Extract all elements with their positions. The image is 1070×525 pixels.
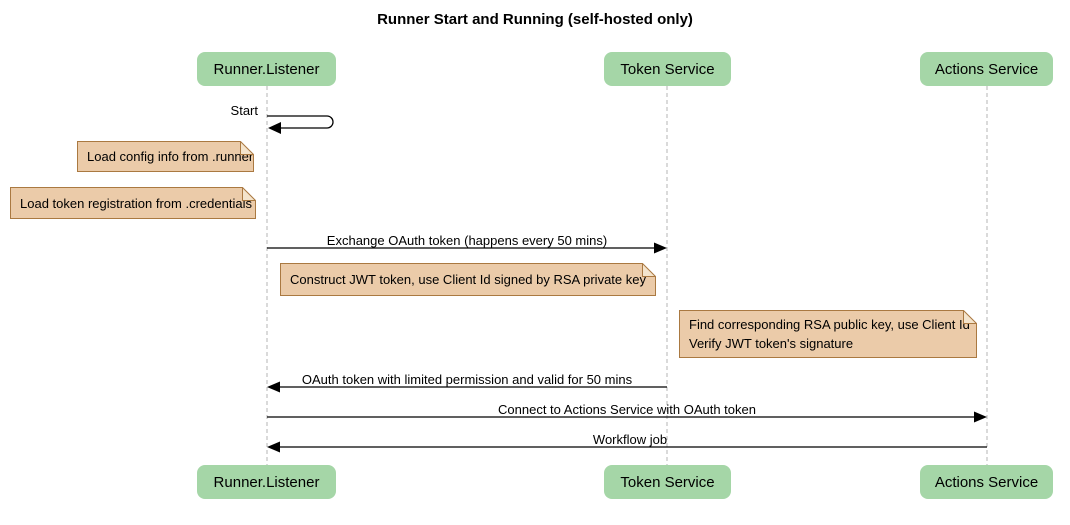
message-exchange-oauth-arrowhead bbox=[654, 242, 667, 254]
message-label-exchange-oauth: Exchange OAuth token (happens every 50 m… bbox=[326, 233, 608, 248]
note-load-config-text: Load config info from .runner bbox=[87, 149, 254, 164]
note-load-config: Load config info from .runner bbox=[77, 141, 254, 172]
note-construct-jwt-text: Construct JWT token, use Client Id signe… bbox=[290, 272, 646, 287]
message-connect-actions-arrowhead bbox=[974, 411, 987, 423]
message-label-start: Start bbox=[230, 103, 258, 118]
message-label-oauth-return: OAuth token with limited permission and … bbox=[301, 372, 633, 387]
note-verify-jwt: Find corresponding RSA public key, use C… bbox=[679, 310, 977, 358]
note-load-token-registration: Load token registration from .credential… bbox=[10, 187, 256, 219]
participant-actions-service-bottom: Actions Service bbox=[920, 465, 1053, 499]
participant-token-service-bottom: Token Service bbox=[604, 465, 731, 499]
note-verify-jwt-line2: Verify JWT token's signature bbox=[689, 336, 854, 351]
participant-runner-listener-top: Runner.Listener bbox=[197, 52, 336, 86]
self-message-start-arrowhead bbox=[268, 122, 281, 134]
diagram-title: Runner Start and Running (self-hosted on… bbox=[377, 11, 693, 28]
participant-runner-listener-bottom: Runner.Listener bbox=[197, 465, 336, 499]
message-workflow-job-arrowhead bbox=[267, 441, 280, 453]
self-message-start-line bbox=[267, 115, 334, 129]
note-fold-icon bbox=[642, 263, 656, 277]
message-oauth-return-arrowhead bbox=[267, 381, 280, 393]
note-fold-icon bbox=[240, 141, 254, 155]
participant-actions-service-top: Actions Service bbox=[920, 52, 1053, 86]
participant-token-service-top: Token Service bbox=[604, 52, 731, 86]
note-verify-jwt-line1: Find corresponding RSA public key, use C… bbox=[689, 317, 970, 332]
note-fold-icon bbox=[963, 310, 977, 324]
note-construct-jwt: Construct JWT token, use Client Id signe… bbox=[280, 263, 656, 296]
message-label-workflow-job: Workflow job bbox=[592, 432, 668, 447]
note-load-token-text: Load token registration from .credential… bbox=[20, 195, 252, 211]
note-fold-icon bbox=[242, 187, 256, 201]
message-label-connect-actions: Connect to Actions Service with OAuth to… bbox=[498, 402, 756, 417]
